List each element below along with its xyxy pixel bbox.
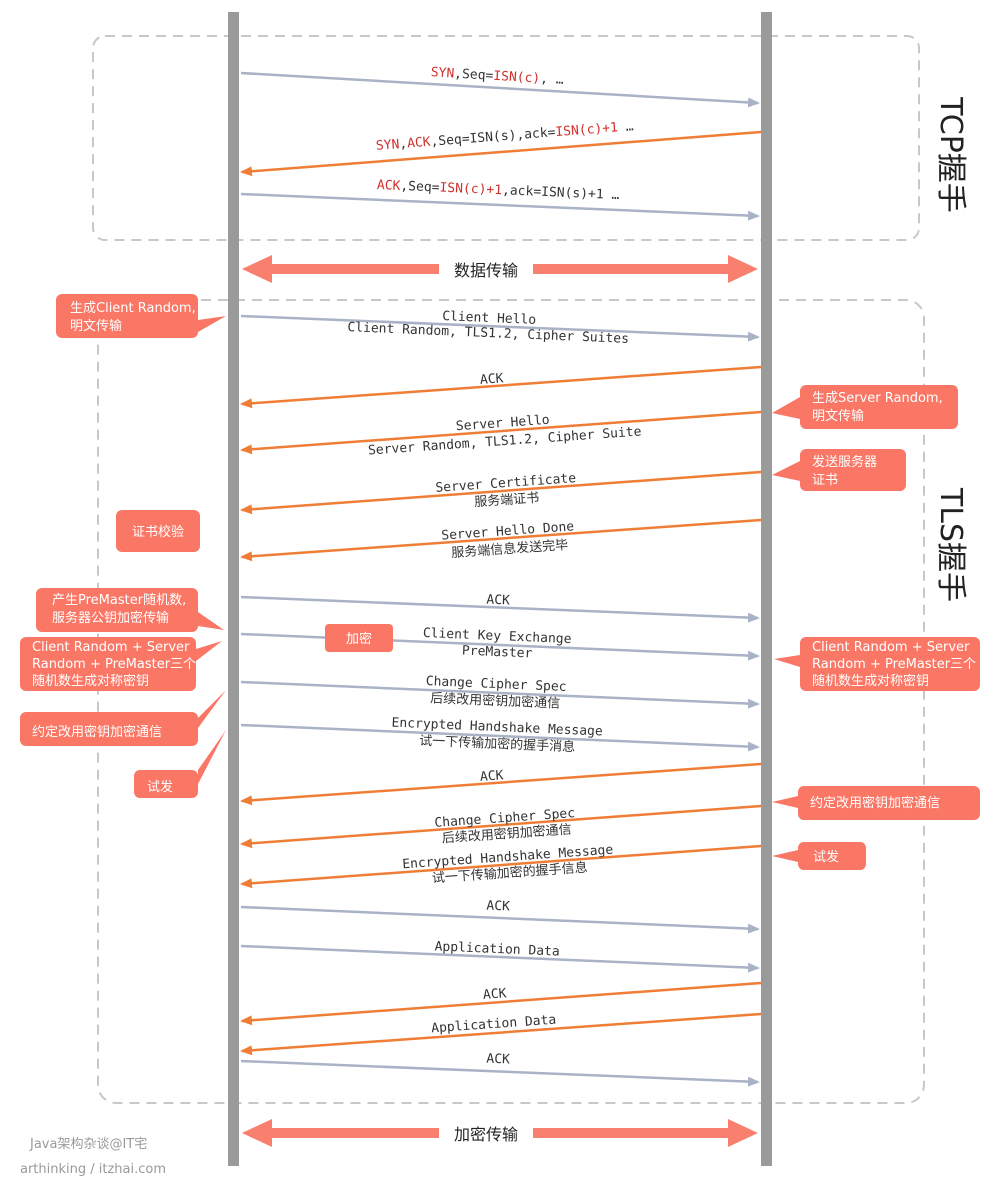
svg-text:Client Random + Server: Client Random + Server	[32, 640, 190, 655]
svg-text:Application Data: Application Data	[434, 939, 560, 959]
svg-text:试发: 试发	[147, 779, 173, 795]
tls-msg-application-data-client: Application Data	[240, 939, 760, 973]
tls-handshake-box	[97, 299, 925, 1104]
svg-text:ACK: ACK	[486, 1052, 510, 1068]
svg-text:ACK,Seq=ISN(c)+1,ack=ISN(s)+1: ACK,Seq=ISN(c)+1,ack=ISN(s)+1 …	[377, 178, 620, 203]
tls-msg-server-hello: Server Hello Server Random, TLS1.2, Ciph…	[240, 410, 762, 459]
server-lifeline	[761, 12, 772, 1166]
svg-text:随机数生成对称密钥: 随机数生成对称密钥	[32, 673, 149, 689]
tcp-handshake-box	[92, 35, 920, 241]
svg-text:Client Hello: Client Hello	[442, 309, 536, 328]
svg-text:随机数生成对称密钥: 随机数生成对称密钥	[812, 673, 929, 689]
svg-text:加密: 加密	[346, 631, 372, 647]
svg-text:证书: 证书	[812, 473, 838, 488]
svg-text:ACK: ACK	[486, 593, 510, 609]
callout-server-trial: 试发	[772, 842, 866, 870]
svg-text:SYN,Seq=ISN(c), …: SYN,Seq=ISN(c), …	[430, 65, 564, 88]
data-transfer-arrow: 数据传输	[242, 255, 758, 283]
callout-server-random: 生成Server Random, 明文传输	[772, 385, 958, 429]
tcp-message-syn-ack: SYN,ACK,Seq=ISN(s),ack=ISN(c)+1 …	[240, 119, 762, 177]
tls-msg-ack-1: ACK	[240, 365, 762, 409]
svg-text:后续改用密钥加密通信: 后续改用密钥加密通信	[430, 690, 561, 711]
encrypted-transfer-arrow: 加密传输	[242, 1119, 758, 1147]
svg-text:生成Server Random,: 生成Server Random,	[812, 391, 943, 406]
svg-text:试一下传输加密的握手消息: 试一下传输加密的握手消息	[419, 733, 576, 756]
callout-premaster: 产生PreMaster随机数, 服务器公钥加密传输	[36, 588, 224, 632]
svg-text:Client Key Exchange: Client Key Exchange	[423, 626, 572, 647]
svg-text:生成Client Random,: 生成Client Random,	[70, 301, 196, 316]
callout-send-certificate: 发送服务器 证书	[772, 449, 906, 491]
svg-text:明文传输: 明文传输	[812, 408, 864, 424]
footer-line-1: Java架构杂谈@IT宅	[29, 1137, 147, 1152]
tls-msg-ack-6: ACK	[240, 1052, 760, 1087]
tls-handshake-title: TLS握手	[933, 487, 968, 602]
svg-text:Random + PreMaster三个: Random + PreMaster三个	[812, 657, 976, 672]
tls-msg-application-data-server: Application Data	[240, 1013, 762, 1056]
svg-text:明文传输: 明文传输	[70, 318, 122, 334]
tls-msg-ack-3: ACK	[240, 762, 762, 806]
footer-line-2: arthinking / itzhai.com	[20, 1162, 166, 1177]
tls-msg-client-hello: Client Hello Client Random, TLS1.2, Ciph…	[240, 309, 760, 347]
tls-msg-encrypted-handshake-server: Encrypted Handshake Message 试一下传输加密的握手信息	[240, 843, 762, 889]
tls-msg-ack-5: ACK	[240, 981, 762, 1026]
svg-text:约定改用密钥加密通信: 约定改用密钥加密通信	[810, 795, 940, 811]
callout-client-trial: 试发	[134, 730, 226, 798]
svg-text:加密传输: 加密传输	[454, 1125, 518, 1144]
svg-text:Client Random + Server: Client Random + Server	[812, 640, 970, 655]
tcp-handshake-title: TCP握手	[933, 96, 968, 213]
svg-text:服务器公钥加密传输: 服务器公钥加密传输	[52, 610, 169, 626]
tls-msg-change-cipher-spec-client: Change Cipher Spec 后续改用密钥加密通信	[240, 674, 760, 712]
callout-client-symmetric-key: Client Random + Server Random + PreMaste…	[20, 637, 222, 691]
svg-text:Random + PreMaster三个: Random + PreMaster三个	[32, 657, 196, 672]
tls-msg-encrypted-handshake-client: Encrypted Handshake Message 试一下传输加密的握手消息	[240, 716, 760, 756]
client-lifeline	[228, 12, 239, 1166]
callout-encrypt-inline: 加密	[325, 624, 393, 652]
svg-text:试发: 试发	[813, 849, 839, 865]
callout-certificate-verify: 证书校验	[116, 510, 200, 552]
tls-msg-change-cipher-spec-server: Change Cipher Spec 后续改用密钥加密通信	[240, 804, 762, 849]
svg-text:服务端证书: 服务端证书	[474, 490, 540, 510]
callout-client-random: 生成Client Random, 明文传输	[56, 294, 226, 338]
svg-text:ACK: ACK	[486, 899, 510, 915]
svg-text:ACK: ACK	[480, 768, 505, 785]
tcp-message-syn: SYN,Seq=ISN(c), …	[240, 65, 760, 108]
svg-text:SYN,ACK,Seq=ISN(s),ack=ISN(c)+: SYN,ACK,Seq=ISN(s),ack=ISN(c)+1 …	[375, 119, 634, 154]
svg-text:PreMaster: PreMaster	[462, 644, 533, 662]
svg-text:ACK: ACK	[480, 371, 505, 388]
svg-text:产生PreMaster随机数,: 产生PreMaster随机数,	[52, 593, 186, 608]
tls-msg-ack-4: ACK	[240, 899, 760, 934]
tls-msg-server-certificate: Server Certificate 服务端证书	[240, 470, 762, 515]
tls-msg-server-hello-done: Server Hello Done 服务端信息发送完毕	[240, 518, 762, 562]
callout-client-cipher-agree: 约定改用密钥加密通信	[20, 690, 226, 746]
svg-text:发送服务器: 发送服务器	[812, 454, 877, 470]
callout-server-symmetric-key: Client Random + Server Random + PreMaste…	[774, 637, 980, 691]
svg-text:证书校验: 证书校验	[132, 524, 184, 540]
svg-text:Server Hello: Server Hello	[455, 413, 550, 435]
svg-text:ACK: ACK	[483, 986, 508, 1003]
svg-text:Change Cipher Spec: Change Cipher Spec	[425, 674, 566, 695]
callout-server-cipher-agree: 约定改用密钥加密通信	[772, 786, 980, 820]
tcp-message-ack: ACK,Seq=ISN(c)+1,ack=ISN(s)+1 …	[240, 178, 760, 221]
tls-msg-ack-2: ACK	[240, 593, 760, 623]
svg-text:约定改用密钥加密通信: 约定改用密钥加密通信	[32, 724, 162, 740]
svg-text:数据传输: 数据传输	[454, 261, 518, 280]
tls-msg-client-key-exchange: Client Key Exchange PreMaster	[240, 626, 760, 662]
